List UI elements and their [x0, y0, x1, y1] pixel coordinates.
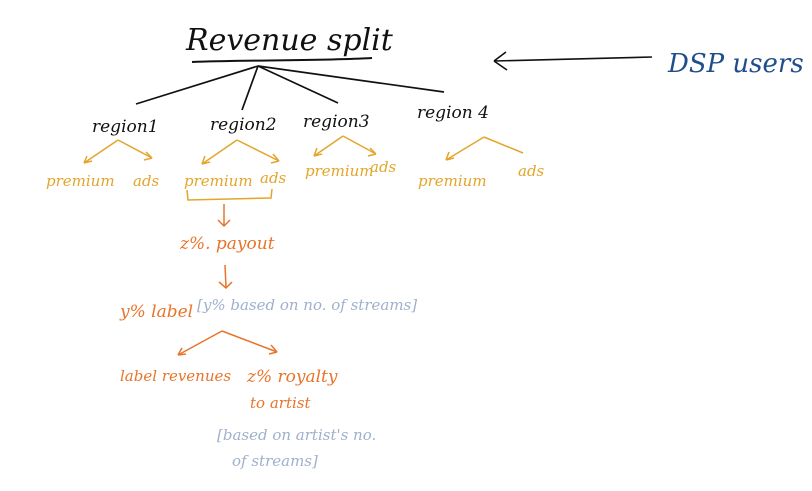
region-2-label: region2 [210, 115, 277, 135]
region-1-label: region1 [92, 117, 159, 137]
region-3-premium-label: premium [305, 162, 374, 180]
region-1-ads-label: ads [133, 172, 160, 190]
payout-arrow [217, 204, 231, 228]
region-3-ads-label: ads [370, 158, 397, 176]
label-share-note: [y% based on no. of streams] [197, 296, 417, 314]
diagram-title: Revenue split [185, 23, 394, 58]
payout-label: z%. payout [179, 234, 275, 254]
title-underline [191, 57, 373, 63]
label-fork-arrows [177, 330, 278, 356]
dsp-arrow [493, 51, 653, 71]
region-branches [135, 65, 445, 111]
royalty-note-line2: of streams] [232, 452, 318, 470]
region-2-bracket [186, 188, 273, 201]
region-2-premium-label: premium [184, 172, 253, 190]
label-arrow [218, 264, 233, 290]
region-2-ads-label: ads [260, 169, 287, 187]
region-4-ads-label: ads [518, 162, 545, 180]
royalty-text-line1: z% royalty [246, 367, 338, 387]
region-4-label: region 4 [417, 103, 489, 123]
region-3-label: region3 [303, 112, 370, 132]
region-fork-arrows [83, 135, 524, 165]
label-share-text: y% label [119, 302, 193, 322]
royalty-note-line1: [based on artist's no. [217, 426, 376, 444]
region-4-premium-label: premium [418, 172, 487, 190]
dsp-users-label: DSP users [667, 49, 804, 79]
region-1-premium-label: premium [46, 172, 115, 190]
royalty-text-line2: to artist [250, 394, 311, 412]
label-revenues-text: label revenues [120, 367, 231, 385]
